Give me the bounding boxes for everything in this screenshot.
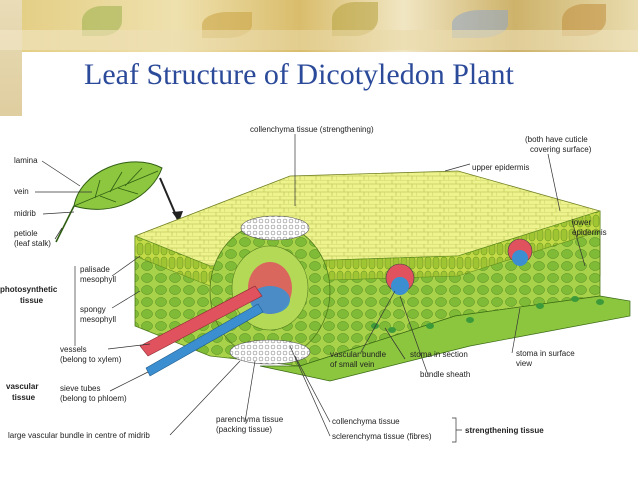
stomata [371, 296, 604, 333]
label-stoma-section: stoma in section [410, 350, 468, 359]
label-petiole-1: petiole [14, 229, 38, 238]
label-vein: vein [14, 187, 29, 196]
label-vascular-1: vascular [6, 382, 38, 391]
label-midrib: midrib [14, 209, 36, 218]
label-bundle-sheath: bundle sheath [420, 370, 470, 379]
label-cuticle-2: covering surface) [530, 145, 592, 154]
label-vessels-2: (belong to xylem) [60, 355, 122, 364]
label-stoma-surface-1: stoma in surface [516, 349, 575, 358]
whole-leaf-sketch [55, 161, 163, 243]
label-sclerenchyma: sclerenchyma tissue (fibres) [332, 432, 432, 441]
slide-title: Leaf Structure of Dicotyledon Plant [84, 58, 514, 91]
label-parenchyma-2: (packing tissue) [216, 425, 272, 434]
label-sieve-2: (belong to phloem) [60, 394, 127, 403]
label-collenchyma-top: collenchyma tissue (strengthening) [250, 125, 374, 134]
bracket-strengthening [452, 417, 462, 443]
label-palisade-2: mesophyll [80, 275, 116, 284]
label-vascular-2: tissue [12, 393, 36, 402]
label-stoma-surface-2: view [516, 359, 532, 368]
label-upper-epidermis: upper epidermis [472, 163, 529, 172]
label-lower-epidermis-1: lower [572, 218, 591, 227]
label-large-bundle: large vascular bundle in centre of midri… [8, 431, 150, 440]
label-lower-epidermis-2: epidermis [572, 228, 607, 237]
leaf-cross-section-illustration: collenchyma tissue (strengthening) (both… [0, 125, 631, 443]
label-vascular-bundle-small-2: of small vein [330, 360, 374, 369]
label-petiole-2: (leaf stalk) [14, 239, 51, 248]
label-photosynthetic-1: photosynthetic [0, 285, 58, 294]
label-sieve-1: sieve tubes [60, 384, 100, 393]
leaf-diagram: collenchyma tissue (strengthening) (both… [0, 116, 638, 479]
leader-lines [35, 134, 586, 437]
label-cuticle-1: (both have cuticle [525, 135, 588, 144]
label-photosynthetic-2: tissue [20, 296, 44, 305]
label-spongy-2: mesophyll [80, 315, 116, 324]
label-parenchyma-1: parenchyma tissue [216, 415, 284, 424]
label-lamina: lamina [14, 156, 38, 165]
label-palisade-1: palisade [80, 265, 110, 274]
label-collenchyma-bottom: collenchyma tissue [332, 417, 400, 426]
label-strengthening: strengthening tissue [465, 426, 544, 435]
label-vascular-bundle-small-1: vascular bundle [330, 350, 387, 359]
decorative-strip [0, 30, 638, 50]
label-vessels-1: vessels [60, 345, 87, 354]
label-spongy-1: spongy [80, 305, 106, 314]
